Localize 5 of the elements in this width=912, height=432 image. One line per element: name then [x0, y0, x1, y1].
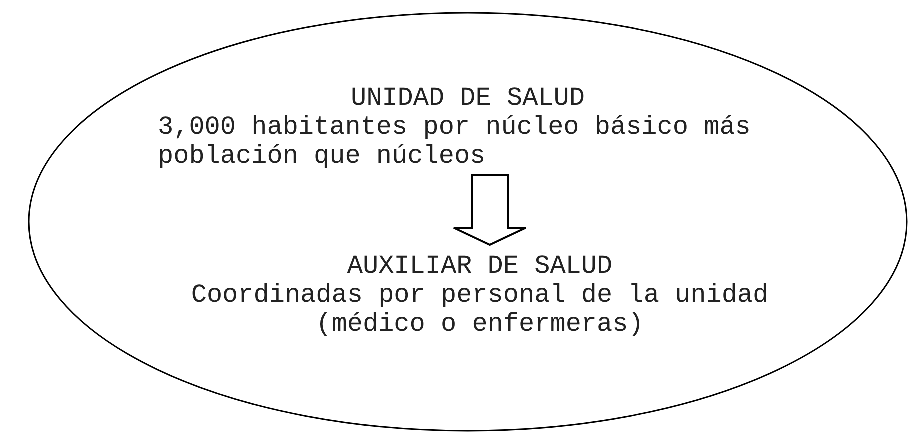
block-arrow: [453, 174, 527, 246]
body-text: Coordinadas por personal de la unidad (médico o enfermeras): [190, 281, 770, 339]
body-text: 3,000 habitantes por núcleo básico más población que núcleos: [158, 113, 752, 171]
heading-text: AUXILIAR DE SALUD: [346, 252, 614, 281]
heading-text: UNIDAD DE SALUD: [350, 84, 586, 113]
